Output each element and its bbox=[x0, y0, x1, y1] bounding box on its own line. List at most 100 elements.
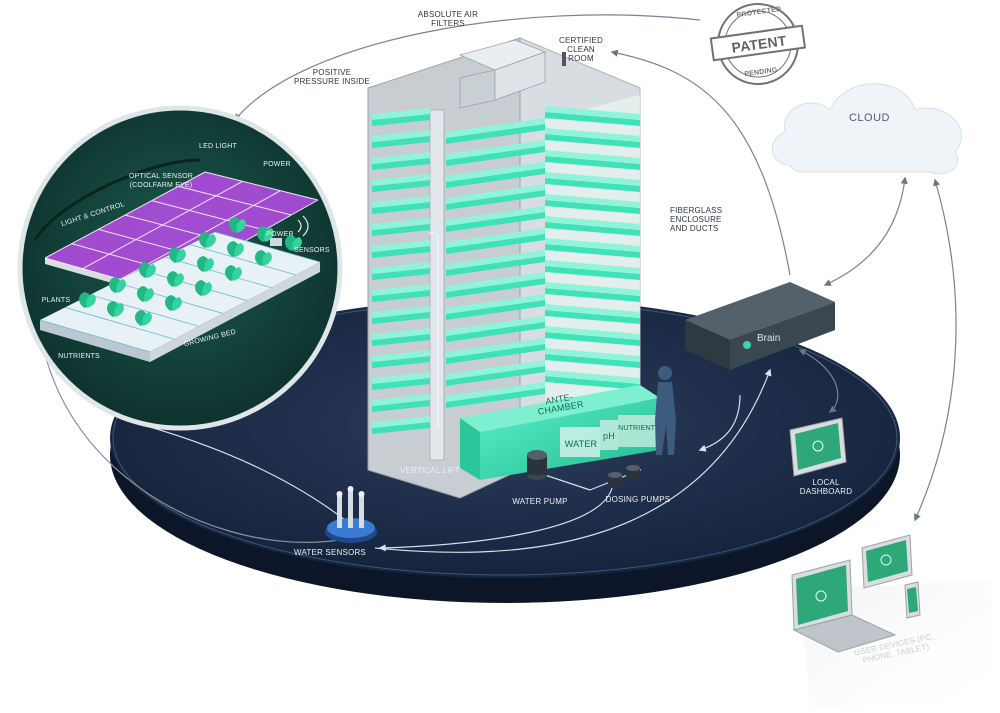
grow-rack-shelf bbox=[446, 388, 545, 408]
grow-rack-shelf bbox=[372, 180, 430, 192]
grow-rack-top bbox=[446, 140, 545, 160]
grow-rack-shelf bbox=[545, 134, 640, 148]
water-sensors-device bbox=[325, 486, 377, 543]
grow-rack-top bbox=[372, 284, 430, 296]
grow-rack-top bbox=[372, 218, 430, 230]
bed-grid-line bbox=[89, 294, 199, 327]
plant-leaf bbox=[114, 303, 124, 317]
grow-rack-shelf bbox=[446, 344, 545, 364]
bed-grid-line bbox=[39, 319, 151, 353]
vertical-lift bbox=[427, 231, 439, 428]
bed-grid-line bbox=[64, 307, 175, 340]
label-nutrients-tank: NUTRIENTS bbox=[618, 425, 660, 432]
plant-leaf bbox=[232, 267, 242, 281]
grow-rack-top bbox=[545, 194, 640, 208]
growing-module-inset bbox=[17, 105, 343, 431]
grow-rack-top bbox=[545, 304, 640, 318]
plant-leaf bbox=[202, 282, 212, 296]
plant-leaf bbox=[204, 258, 214, 272]
grow-rack-top bbox=[446, 316, 545, 336]
led-grid-line bbox=[178, 185, 292, 216]
grow-rack-shelf bbox=[372, 268, 430, 280]
grow-rack-shelf bbox=[372, 356, 430, 368]
plant-leaf bbox=[116, 279, 126, 293]
grow-rack-shelf bbox=[545, 178, 640, 192]
grow-rack-top bbox=[372, 152, 430, 164]
grow-rack-top bbox=[446, 162, 545, 182]
dosing-pumps bbox=[608, 465, 640, 487]
grow-rack-shelf bbox=[545, 310, 640, 324]
label-fiberglass-enclosure: FIBERGLASS ENCLOSURE AND DUCTS bbox=[670, 206, 723, 233]
label-local-dashboard: LOCAL DASHBOARD bbox=[799, 478, 853, 496]
bed-grid-line bbox=[139, 269, 248, 301]
led-grid-line bbox=[82, 180, 243, 270]
grow-rack-top bbox=[446, 228, 545, 248]
plant-leaf bbox=[176, 249, 186, 263]
grow-rack-shelf bbox=[372, 246, 430, 258]
grow-rack-top bbox=[446, 360, 545, 380]
grow-rack-top bbox=[545, 238, 640, 252]
grow-rack-top bbox=[372, 130, 430, 142]
plant-leaf bbox=[142, 312, 152, 326]
grow-rack-shelf bbox=[446, 190, 545, 210]
led-grid-line bbox=[204, 171, 319, 201]
grow-rack-top bbox=[372, 262, 430, 274]
inset-label-nutrients: NUTRIENTS bbox=[58, 353, 100, 360]
grow-rack-shelf bbox=[372, 114, 430, 126]
inset-label-power-top: POWER bbox=[263, 161, 291, 168]
user-devices bbox=[791, 534, 1000, 710]
cloud-shape bbox=[771, 83, 962, 175]
grow-rack-shelf bbox=[446, 300, 545, 320]
inset-label-optical-sensor: OPTICAL SENSOR (COOLFARM EYE) bbox=[129, 173, 193, 189]
led-grid-line bbox=[44, 171, 206, 259]
label-dosing-pumps: DOSING PUMPS bbox=[605, 495, 671, 504]
grow-rack-shelf bbox=[372, 224, 430, 236]
plant-leaf bbox=[234, 243, 244, 257]
grow-rack-shelf bbox=[372, 136, 430, 148]
grow-rack-top bbox=[545, 128, 640, 142]
grow-rack-top bbox=[446, 184, 545, 204]
grow-rack-top bbox=[372, 350, 430, 362]
local-dashboard-tablet bbox=[789, 417, 847, 477]
grow-rack-shelf bbox=[372, 400, 430, 412]
grow-rack-shelf bbox=[545, 354, 640, 368]
bed-grid-line bbox=[164, 256, 272, 289]
grow-rack-top bbox=[372, 108, 430, 120]
water-pump bbox=[527, 450, 547, 480]
plant-leaf bbox=[292, 237, 302, 251]
grow-rack-shelf bbox=[446, 146, 545, 166]
operator-figure bbox=[655, 366, 676, 455]
grow-rack-top bbox=[446, 294, 545, 314]
grow-rack-top bbox=[545, 282, 640, 296]
label-absolute-air-filters: ABSOLUTE AIR FILTERS bbox=[417, 10, 479, 28]
grow-rack-shelf bbox=[372, 334, 430, 346]
plant-leaf bbox=[236, 219, 246, 233]
grow-rack-top bbox=[372, 306, 430, 318]
grow-rack-shelf bbox=[372, 202, 430, 214]
middle-grow-racks bbox=[446, 118, 545, 408]
grow-rack-shelf bbox=[545, 288, 640, 302]
brain-label: Brain bbox=[757, 333, 781, 344]
brain-controller bbox=[685, 282, 835, 370]
grow-rack-shelf bbox=[446, 256, 545, 276]
grow-rack-shelf bbox=[545, 244, 640, 258]
patent-pending-stamp bbox=[709, 3, 807, 85]
grow-rack-shelf bbox=[545, 112, 640, 126]
grow-rack-shelf bbox=[372, 158, 430, 170]
label-ph-tank: pH bbox=[603, 431, 615, 441]
grow-rack-top bbox=[545, 348, 640, 362]
left-grow-racks bbox=[372, 108, 430, 434]
grow-rack-shelf bbox=[446, 278, 545, 298]
plant-leaf bbox=[86, 294, 96, 308]
label-water-pump: WATER PUMP bbox=[512, 497, 568, 506]
plant-leaf bbox=[174, 273, 184, 287]
grow-rack-shelf bbox=[545, 200, 640, 214]
grow-rack-shelf bbox=[545, 266, 640, 280]
grow-rack-shelf bbox=[446, 168, 545, 188]
grow-rack-top bbox=[446, 118, 545, 138]
cloud-label: CLOUD bbox=[848, 112, 890, 124]
grow-rack-top bbox=[446, 250, 545, 270]
grow-rack-shelf bbox=[545, 156, 640, 170]
plant-leaf bbox=[144, 288, 154, 302]
